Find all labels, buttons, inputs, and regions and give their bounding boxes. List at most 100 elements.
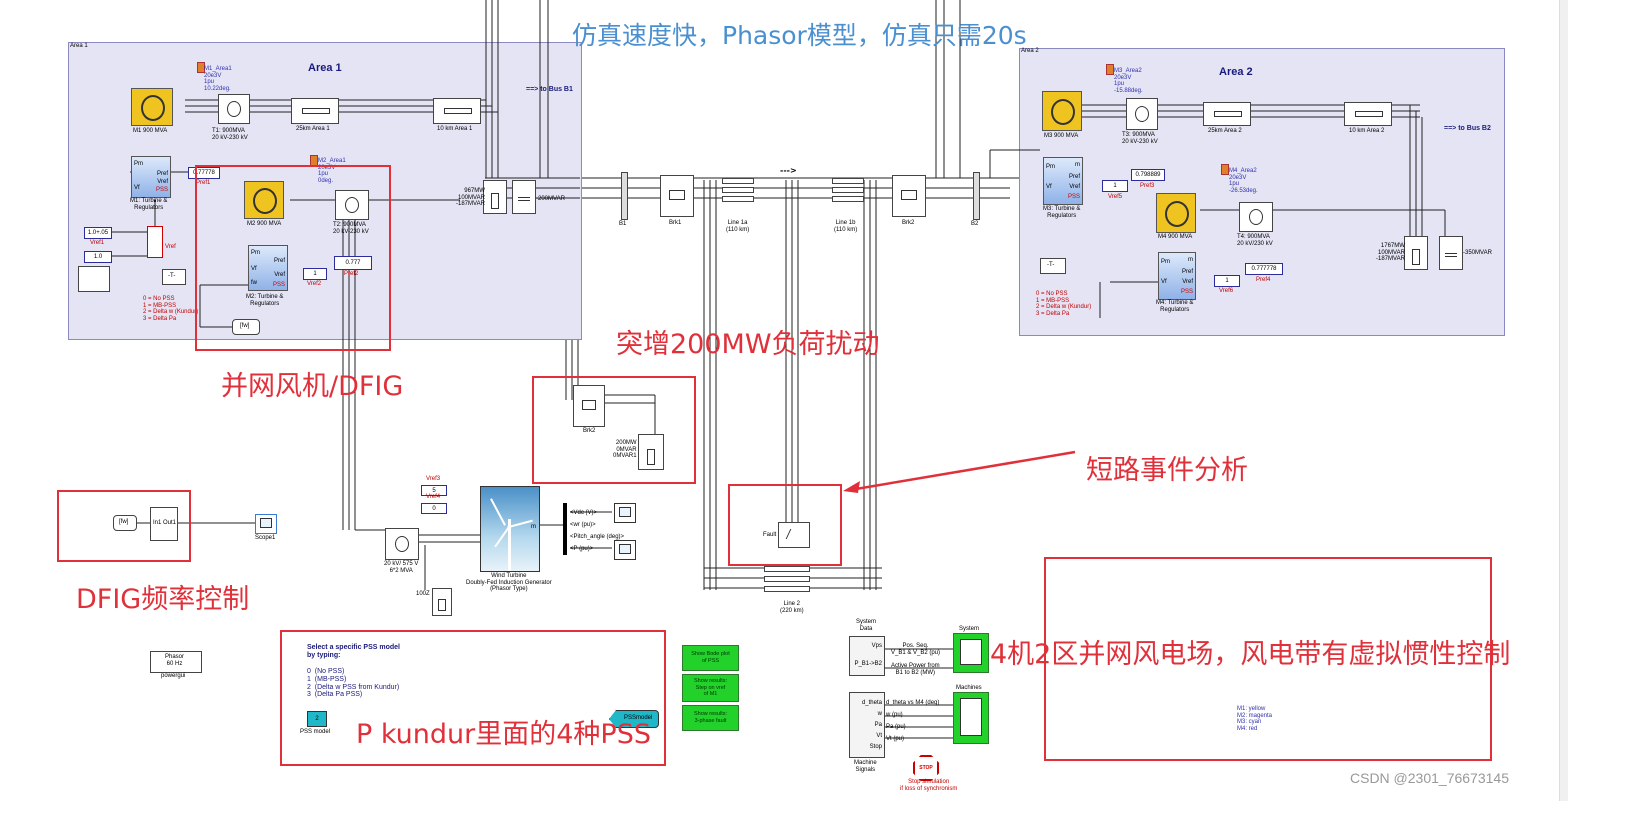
- vref-switch[interactable]: [147, 226, 163, 258]
- system-scope[interactable]: [953, 633, 989, 673]
- t4-transformer-block[interactable]: [1239, 202, 1273, 232]
- vref2-constant[interactable]: 1: [303, 268, 327, 280]
- breaker-brk1[interactable]: [660, 175, 694, 217]
- system-signal-v: Pos. Seq. V_B1 & V_B2 (pu): [891, 643, 941, 656]
- area1-goto-t[interactable]: -T-: [162, 269, 186, 285]
- vref6-constant[interactable]: 1: [1214, 275, 1240, 287]
- m4-regulators-label: M4: Turbine & Regulators: [1156, 300, 1194, 313]
- m2-label: M2 900 MVA: [247, 221, 282, 227]
- wind-transformer-block[interactable]: [385, 528, 419, 560]
- line2-block[interactable]: [764, 566, 810, 572]
- m2-regulators-label: M2: Turbine & Regulators: [246, 294, 284, 307]
- load-area1[interactable]: [483, 180, 507, 214]
- line-25km-area2-label: 25km Area 2: [1208, 128, 1242, 134]
- area2-title: Area 2: [1219, 66, 1253, 78]
- m4-generator-block[interactable]: [1156, 193, 1196, 233]
- t3-label: T3: 900MVA 20 kV-230 kV: [1122, 132, 1158, 145]
- bus-b1-label: B1: [619, 221, 627, 227]
- pref1-label: Pref1: [196, 180, 211, 186]
- vertical-scrollbar[interactable]: [1559, 0, 1568, 801]
- breaker-brk2[interactable]: [892, 175, 926, 217]
- to-bus-b2-label: ==> to Bus B2: [1444, 125, 1491, 132]
- breaker-brk2-label: Brk2: [902, 220, 915, 226]
- area1-pss-legend: 0 = No PSS 1 = MB-PSS 2 = Delta w (Kundu…: [143, 296, 199, 323]
- pref2-label: Pref2: [344, 271, 359, 277]
- bus-b2[interactable]: [973, 172, 980, 220]
- machine-signals-label: Machine Signals: [854, 760, 877, 773]
- to-bus-b1-label: ==> to Bus B1: [526, 86, 573, 93]
- m3-generator-block[interactable]: [1042, 91, 1082, 131]
- m1-generator-block[interactable]: [131, 88, 173, 126]
- step-results-button[interactable]: Show results: Step on vref of M1: [682, 674, 739, 702]
- line-25km-area1[interactable]: [291, 98, 339, 124]
- wind-scope-2[interactable]: [614, 540, 636, 560]
- system-data-vps: Vps: [871, 643, 882, 649]
- vref1-constant[interactable]: 1.0: [84, 251, 112, 263]
- machine-color-legend: M1: yellow M2: magenta M3: cyan M4: red: [1237, 706, 1273, 733]
- vref3-constant[interactable]: 5: [421, 485, 447, 496]
- t1-label: T1: 900MVA 20 kV-230 kV: [212, 128, 248, 141]
- scope1-block[interactable]: [255, 514, 277, 534]
- system-scope-label: System: [959, 626, 980, 632]
- bus-b2-label: B2: [971, 221, 979, 227]
- bode-plot-button[interactable]: Show Bode plot of PSS: [682, 645, 739, 671]
- fw-from-block[interactable]: [fw]: [113, 515, 137, 531]
- load-area1-label: 967MW 100MVAR -187MVAR: [456, 188, 485, 208]
- t3-transformer-block[interactable]: [1126, 98, 1158, 130]
- load-area2[interactable]: [1404, 236, 1428, 270]
- area2-tag: Area 2: [1021, 48, 1039, 54]
- m2-operating-point: M2_Area1 20e3V 1pu 0deg.: [318, 158, 346, 185]
- scope1-label: Scope1: [255, 535, 276, 541]
- line1b-block[interactable]: [832, 178, 864, 184]
- cap-area2[interactable]: [1439, 236, 1463, 270]
- pref2-constant[interactable]: 0.777: [334, 256, 372, 270]
- fw-goto-area1-label: [fw]: [240, 323, 250, 329]
- bus-b1[interactable]: [621, 172, 628, 220]
- load-200mw-block[interactable]: [638, 434, 664, 470]
- pss-model-constant[interactable]: 2: [307, 711, 327, 727]
- vref1-step-constant[interactable]: 1.0+.05: [84, 227, 112, 239]
- line-10km-area1[interactable]: [433, 98, 481, 124]
- machine-signal-vt: Vt (pu): [886, 736, 905, 742]
- line1a-block[interactable]: [722, 178, 754, 184]
- t2-transformer-block[interactable]: [335, 190, 369, 220]
- stop-block-label: STOP: [919, 765, 933, 771]
- fault-block[interactable]: [778, 522, 810, 548]
- fw-goto-area1[interactable]: [fw]: [232, 319, 260, 335]
- bode-plot-button-label: Show Bode plot of PSS: [691, 651, 730, 664]
- area2-goto-t[interactable]: -T-: [1040, 258, 1066, 274]
- vref4-label: Vref4: [426, 494, 441, 500]
- cap-area1[interactable]: [512, 180, 536, 214]
- m3-measure-icon: [1106, 64, 1114, 75]
- freq-control-subsystem[interactable]: In1 Out1: [150, 507, 178, 541]
- pref4-constant[interactable]: 0.777778: [1245, 263, 1283, 275]
- m-port-label: m: [531, 524, 536, 530]
- fault-results-button[interactable]: Show results: 3-phase fault: [682, 705, 739, 731]
- pref3-constant[interactable]: 0.798889: [1131, 169, 1165, 181]
- area2-pss-legend: 0 = No PSS 1 = MB-PSS 2 = Delta w (Kundu…: [1036, 291, 1092, 318]
- powergui-mode: Phasor 60 Hz: [165, 654, 185, 667]
- wind-load-block[interactable]: [432, 588, 452, 616]
- line-10km-area2[interactable]: [1344, 102, 1392, 126]
- load-breaker-block[interactable]: [573, 385, 605, 427]
- pss-goto-label: PSSmodel: [624, 715, 653, 721]
- m4-label: M4 900 MVA: [1158, 234, 1193, 240]
- powergui-block[interactable]: Phasor 60 Hz: [150, 651, 202, 673]
- pref4-label: Pref4: [1256, 277, 1271, 283]
- wind-turbine-block[interactable]: [480, 486, 540, 572]
- t1-transformer-block[interactable]: [218, 94, 250, 124]
- machine-signals-block[interactable]: d_theta w Pa Vt Stop: [849, 692, 885, 758]
- stop-block[interactable]: STOP: [913, 755, 939, 781]
- machines-scope[interactable]: [953, 692, 989, 744]
- m2-generator-block[interactable]: [244, 181, 284, 219]
- vref5-constant[interactable]: 1: [1102, 180, 1128, 192]
- line-25km-area2[interactable]: [1203, 102, 1251, 126]
- wind-scope-1[interactable]: [614, 503, 636, 523]
- vref4-constant[interactable]: 0: [421, 503, 447, 514]
- pss-goto-block[interactable]: PSSmodel: [609, 710, 659, 728]
